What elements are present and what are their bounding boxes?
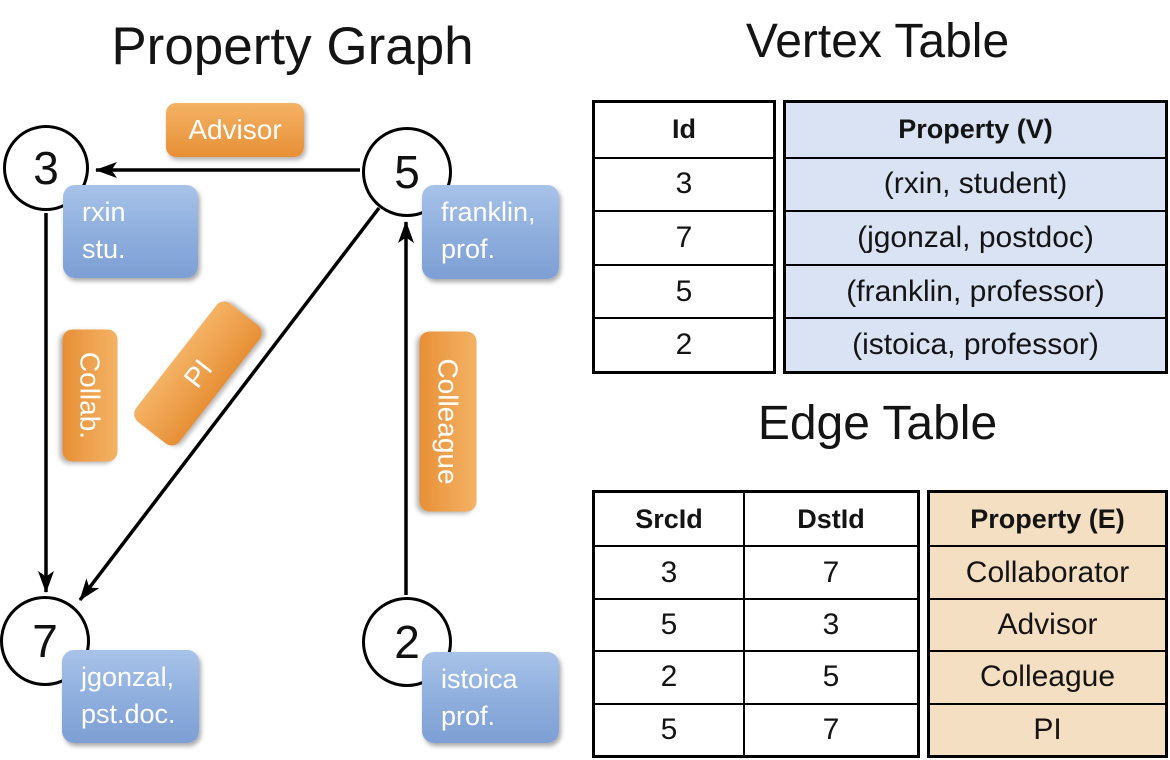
edge-table-header-dstid: DstId [797,503,865,534]
edge-table: SrcId DstId 3 7 5 3 2 5 5 7 Property (E)… [592,490,1168,758]
edge-table-cell-dstid: 7 [745,702,917,755]
vertex-node-3-id: 3 [33,142,59,194]
vertex-table-cell-id: 3 [595,156,773,211]
vertex-node-5: 5 [362,127,452,217]
vertex-node-5-id: 5 [394,146,420,198]
edge-table-cell-property: Collaborator [930,545,1165,597]
vertex-node-2: 2 [362,597,452,687]
vertex-node-7-id: 7 [32,615,58,667]
edge-table-cell-property: PI [930,702,1165,755]
vertex-card-jgonzal: jgonzal, pst.doc. [62,650,199,743]
edge-table-property-column: Property (E) Collaborator Advisor Collea… [927,490,1168,758]
vertex-card-istoica-line1: istoica [441,664,518,694]
graph-edges-layer [38,162,414,602]
edge-table-cell-dstid: 5 [745,650,917,702]
edge-table-title: Edge Table [757,397,998,450]
edge-pi-arrow [78,206,381,602]
edge-table-header-srcid: SrcId [595,493,745,546]
vertex-card-istoica: istoica prof. [422,652,559,743]
edge-table-cell-srcid: 2 [595,650,745,703]
vertex-table-header-property: Property (V) [898,114,1053,145]
vertex-card-franklin-line2: prof. [441,234,496,265]
vertex-table-title: Vertex Table [745,15,1010,68]
property-graph-title: Property Graph [111,17,474,76]
edge-table-cell-property: Advisor [930,597,1165,650]
edge-label-colleague: Colleague [419,331,477,512]
vertex-node-2-id: 2 [394,616,420,668]
edge-label-collaborator: Collab. [62,329,118,462]
vertex-card-franklin: franklin, prof. [422,185,559,279]
vertex-card-rxin-line2: stu. [82,234,126,265]
vertex-table-cell-property: (franklin, professor) [786,263,1165,318]
vertex-table-cell-id: 2 [595,317,773,371]
edge-table-id-columns: SrcId DstId 3 7 5 3 2 5 5 7 [592,490,920,758]
vertex-table-id-column: Id 3 7 5 2 [592,100,776,374]
vertex-table-cell-property: (istoica, professor) [786,317,1165,371]
vertex-table-cell-property: (rxin, student) [786,156,1165,211]
vertex-card-jgonzal-line1: jgonzal, [81,662,175,692]
vertex-table-cell-id: 7 [595,210,773,264]
edge-table-cell-srcid: 5 [595,702,745,755]
vertex-card-franklin-line1: franklin, [441,197,536,227]
vertex-table-header-id: Id [672,114,696,145]
vertex-card-istoica-line2: prof. [441,701,496,732]
edge-label-advisor: Advisor [166,103,304,157]
edge-table-cell-property: Colleague [930,650,1165,702]
edge-table-cell-srcid: 5 [595,597,745,651]
vertex-card-rxin-line1: rxin [82,197,126,227]
vertex-table: Id 3 7 5 2 Property (V) (rxin, student) … [592,100,1168,374]
edge-table-header-property: Property (E) [970,503,1125,534]
edge-table-cell-dstid: 7 [745,545,917,597]
edge-table-cell-dstid: 3 [745,597,917,650]
vertex-table-cell-id: 5 [595,263,773,318]
vertex-card-jgonzal-line2: pst.doc. [81,699,176,730]
vertex-card-rxin: rxin stu. [63,185,198,278]
vertex-table-cell-property: (jgonzal, postdoc) [786,210,1165,264]
vertex-table-property-column: Property (V) (rxin, student) (jgonzal, p… [783,100,1168,374]
edge-table-cell-srcid: 3 [595,545,745,598]
